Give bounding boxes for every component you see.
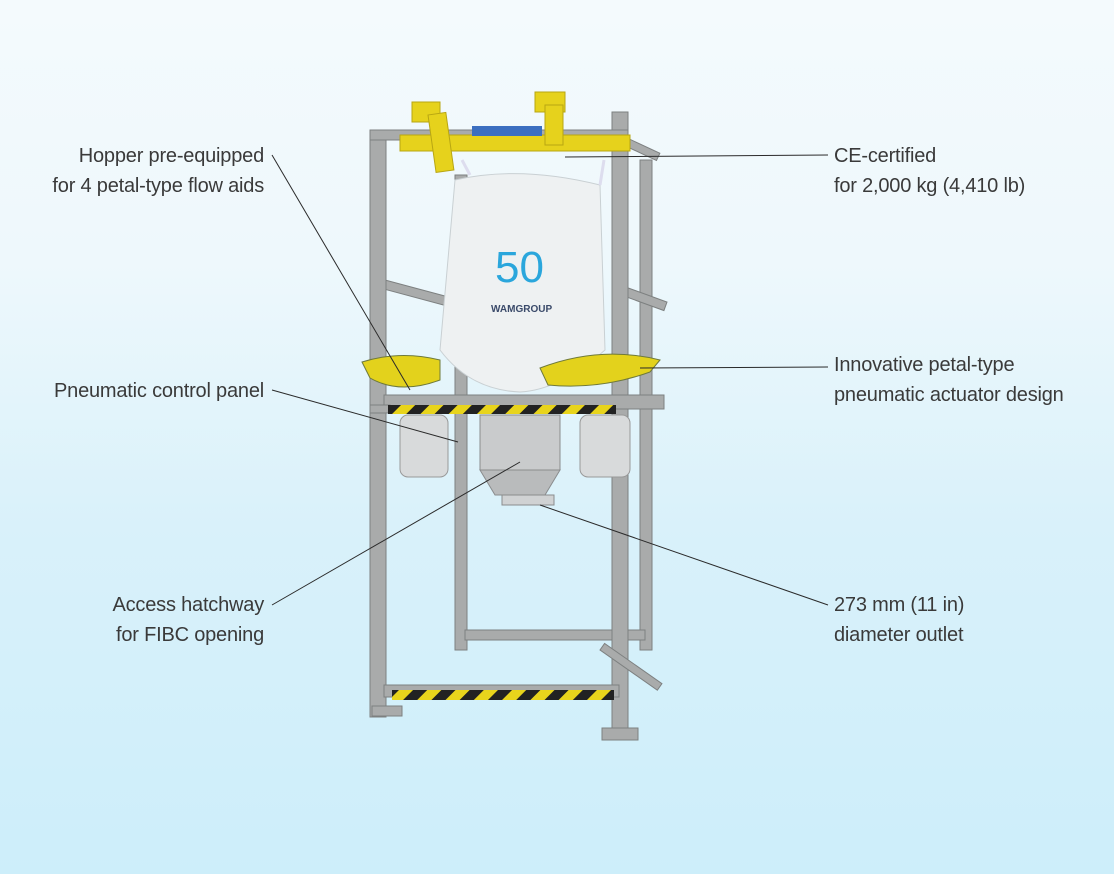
lifting-frame xyxy=(399,91,631,174)
bag-logo-number: 50 xyxy=(495,243,544,292)
callout-text: for FIBC opening xyxy=(116,624,264,646)
callout-text: pneumatic actuator design xyxy=(834,384,1064,406)
callout-actuator: Innovative petal-type pneumatic actuator… xyxy=(834,350,1064,410)
control-panel xyxy=(399,414,449,478)
callout-text: for 2,000 kg (4,410 lb) xyxy=(834,175,1026,197)
callout-text: for 4 petal-type flow aids xyxy=(52,175,264,197)
callout-text: CE-certified xyxy=(834,145,937,167)
callout-text: Hopper pre-equipped xyxy=(78,145,264,167)
bag-logo-brand: WAMGROUP xyxy=(491,304,552,315)
leader-lines xyxy=(271,154,829,606)
petal-actuator-left xyxy=(361,354,441,388)
hazard-stripe-upper xyxy=(388,405,616,414)
petal-actuator-right xyxy=(539,353,661,387)
callout-control-panel: Pneumatic control panel xyxy=(54,376,264,406)
callout-text: diameter outlet xyxy=(834,624,964,646)
frame xyxy=(369,111,668,741)
callout-hopper: Hopper pre-equipped for 4 petal-type flo… xyxy=(52,141,264,201)
hazard-stripe-lower xyxy=(392,690,614,700)
discharge-hopper xyxy=(479,414,561,506)
callout-ce-certified: CE-certified for 2,000 kg (4,410 lb) xyxy=(834,141,1025,201)
callout-text: Innovative petal-type xyxy=(834,354,1015,376)
callout-hatchway: Access hatchway for FIBC opening xyxy=(112,590,264,650)
callout-text: Access hatchway xyxy=(112,594,264,616)
callout-outlet: 273 mm (11 in) diameter outlet xyxy=(834,590,964,650)
callout-text: Pneumatic control panel xyxy=(54,380,264,402)
callout-text: 273 mm (11 in) xyxy=(834,594,965,616)
